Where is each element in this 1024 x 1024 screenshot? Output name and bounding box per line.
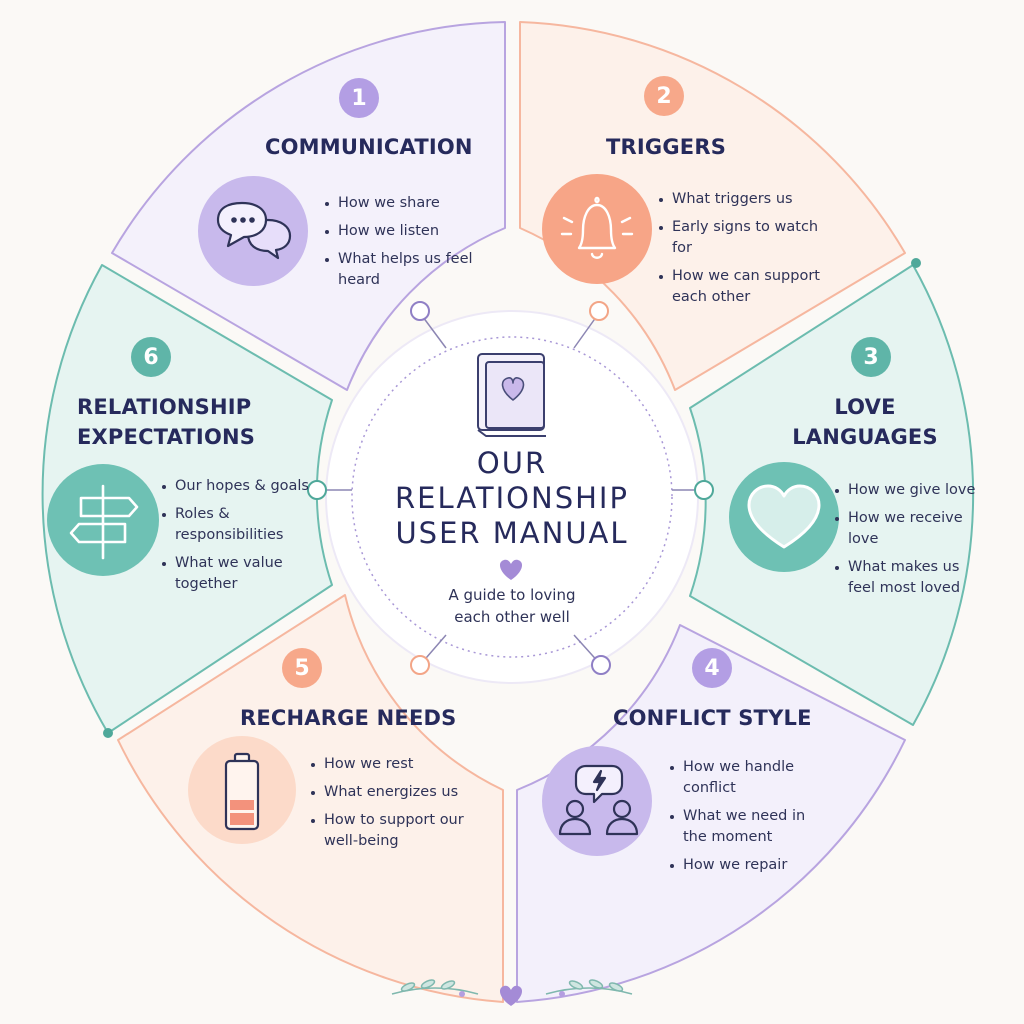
hub-subtitle-line: A guide to loving [448, 586, 576, 604]
list-item: Roles & responsibilities [161, 504, 311, 546]
people-lightning-icon [558, 764, 639, 836]
section-bullet-list: How we share How we listen What helps us… [324, 193, 474, 298]
panel-corner-dot [911, 258, 921, 268]
section-title-line: LOVE [834, 395, 896, 419]
signpost-icon [69, 484, 139, 560]
section-icon-circle [542, 174, 652, 284]
list-item: How we listen [324, 221, 474, 242]
section-number-badge: 6 [131, 337, 171, 377]
section-number-badge: 5 [282, 648, 322, 688]
list-item: What energizes us [310, 782, 480, 803]
panel-conflict-style [516, 624, 906, 1003]
list-item: What makes us feel most loved [834, 557, 984, 599]
hub-subtitle-line: each other well [454, 608, 570, 626]
hub-title-line: RELATIONSHIP [395, 481, 629, 515]
section-bullet-list: Our hopes & goals Roles & responsibiliti… [161, 476, 311, 602]
list-item: Our hopes & goals [161, 476, 311, 497]
hub-title: OUR RELATIONSHIP USER MANUAL [362, 446, 662, 551]
list-item: How we repair [669, 855, 829, 876]
section-number-badge: 1 [339, 78, 379, 118]
panel-recharge-needs [117, 594, 504, 1003]
section-title: RECHARGE NEEDS [240, 706, 457, 730]
chat-bubbles-icon [216, 201, 292, 260]
hub-title-line: OUR [476, 446, 548, 480]
list-item: How we give love [834, 480, 984, 501]
list-item: What we need in the moment [669, 806, 829, 848]
section-icon-circle [47, 464, 159, 576]
alarm-bell-icon [560, 196, 634, 259]
section-icon-circle [188, 736, 296, 844]
section-bullet-list: What triggers us Early signs to watch fo… [658, 189, 830, 315]
section-title: LOVE LANGUAGES [790, 392, 940, 452]
list-item: How we rest [310, 754, 480, 775]
list-item: How we share [324, 193, 474, 214]
list-item: What helps us feel heard [324, 249, 474, 291]
list-item: How we handle conflict [669, 757, 829, 799]
hub-subtitle: A guide to loving each other well [402, 584, 622, 628]
section-number-badge: 4 [692, 648, 732, 688]
footer-dot [459, 991, 465, 997]
panel-relationship-expectations [41, 264, 333, 734]
list-item: How we can support each other [658, 266, 830, 308]
section-title: RELATIONSHIP EXPECTATIONS [77, 392, 255, 452]
section-title: COMMUNICATION [265, 135, 473, 159]
section-title-line: RELATIONSHIP [77, 395, 252, 419]
list-item: Early signs to watch for [658, 217, 830, 259]
section-number-badge: 2 [644, 76, 684, 116]
section-bullet-list: How we give love How we receive love Wha… [834, 480, 984, 606]
section-number-badge: 3 [851, 337, 891, 377]
footer-vine-decoration [391, 979, 633, 995]
section-title-line: EXPECTATIONS [77, 425, 256, 449]
heart-book-icon [477, 353, 546, 437]
list-item: How to support our well-being [310, 810, 480, 852]
section-bullet-list: How we rest What energizes us How to sup… [310, 754, 480, 859]
list-item: What we value together [161, 553, 311, 595]
hub-dotted-ring [351, 336, 673, 658]
section-icon-circle [542, 746, 652, 856]
section-title-line: LANGUAGES [792, 425, 938, 449]
panel-communication [111, 21, 506, 391]
footer-dot [559, 991, 565, 997]
panel-corner-dot [103, 728, 113, 738]
section-icon-circle [198, 176, 308, 286]
battery-icon [224, 752, 260, 831]
hub-heart-accent [499, 559, 523, 580]
section-bullet-list: How we handle conflict What we need in t… [669, 757, 829, 883]
section-title: CONFLICT STYLE [613, 706, 812, 730]
hub-connector-nodes [307, 301, 714, 675]
list-item: What triggers us [658, 189, 830, 210]
hub-title-line: USER MANUAL [395, 516, 629, 550]
footer-heart-icon [499, 985, 523, 1006]
heart-icon [747, 484, 821, 549]
list-item: How we receive love [834, 508, 984, 550]
section-title: TRIGGERS [606, 135, 727, 159]
section-icon-circle [729, 462, 839, 572]
